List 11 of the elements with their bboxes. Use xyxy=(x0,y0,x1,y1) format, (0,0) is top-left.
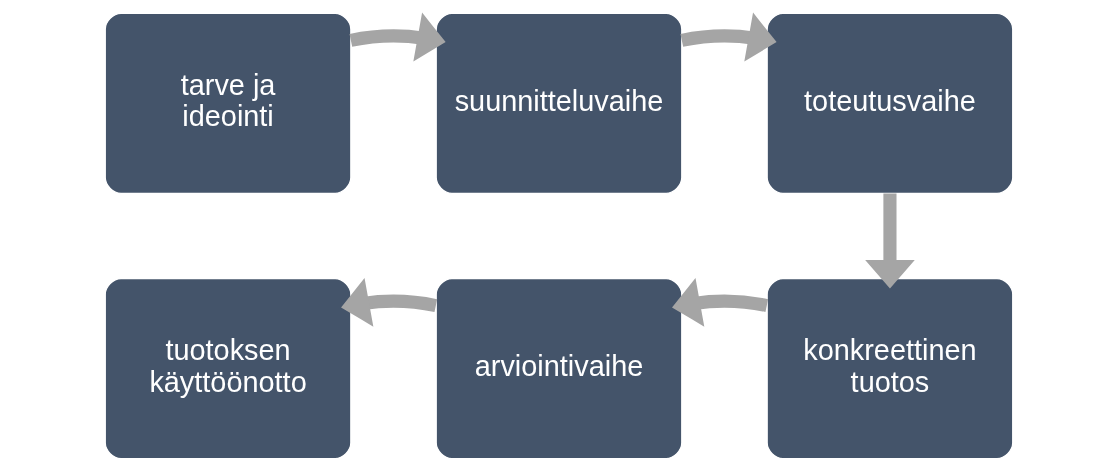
arrow xyxy=(864,193,915,289)
node-box: konkreettinen tuotos xyxy=(766,278,1013,460)
node-box: arviointivaihe xyxy=(435,278,682,460)
arrow xyxy=(340,277,437,327)
node-box: suunnitteluvaihe xyxy=(435,12,682,194)
arrow xyxy=(680,12,777,62)
arrow xyxy=(349,12,446,62)
node-box: tarve ja ideointi xyxy=(104,12,351,194)
node-box: toteutusvaihe xyxy=(766,12,1013,194)
arrow xyxy=(671,277,768,327)
node-box: tuotoksen käyttöönotto xyxy=(104,278,351,460)
